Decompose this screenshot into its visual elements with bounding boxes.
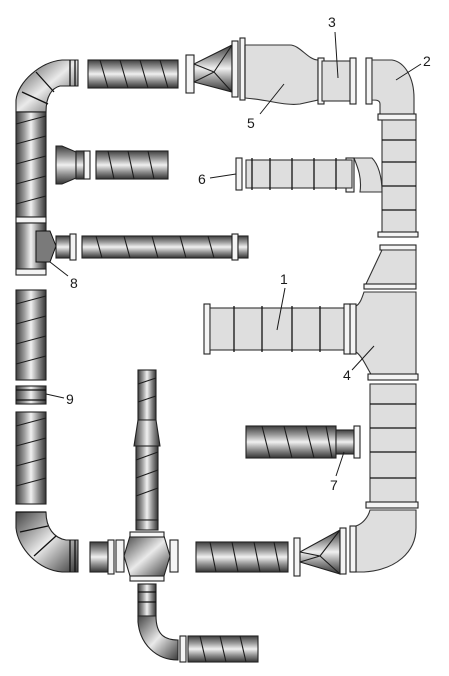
svg-text:1: 1 <box>280 271 288 287</box>
left-middle-branch <box>55 233 249 261</box>
tee-reducer-saddle <box>35 230 57 263</box>
right-rect-duct-lower <box>365 383 419 509</box>
callout-5: 5 <box>247 83 285 131</box>
callout-1: 1 <box>276 271 288 331</box>
rect-transition-5 <box>239 37 325 105</box>
svg-text:2: 2 <box>423 53 431 69</box>
rect-duct-1 <box>203 303 351 355</box>
right-rect-reducer <box>363 244 417 290</box>
callout-9: 9 <box>45 391 74 407</box>
left-spiral-trunk <box>15 59 79 573</box>
callout-6: 6 <box>198 171 237 187</box>
callout-8: 8 <box>49 261 78 291</box>
top-spiral-duct <box>87 59 179 89</box>
bottom-right-branch <box>195 527 347 577</box>
rect-tee-4 <box>349 291 419 381</box>
callout-2: 2 <box>395 53 431 81</box>
svg-text:5: 5 <box>247 115 255 131</box>
nipple-connector-7 <box>353 425 361 459</box>
svg-text:9: 9 <box>66 391 74 407</box>
svg-text:3: 3 <box>328 14 336 30</box>
svg-text:7: 7 <box>330 477 338 493</box>
callout-4: 4 <box>343 345 375 383</box>
bottom-center-cross <box>89 369 259 663</box>
end-cap-6 <box>235 157 243 191</box>
spiral-branch-7 <box>245 425 361 459</box>
right-rect-duct-upper <box>377 119 419 238</box>
top-left-elbow <box>15 59 79 113</box>
coupling-9 <box>15 385 47 405</box>
bottom-left-elbow <box>15 511 79 573</box>
svg-text:8: 8 <box>70 275 78 291</box>
left-upper-branch <box>55 145 169 185</box>
svg-text:4: 4 <box>343 367 351 383</box>
top-reducer <box>185 40 239 98</box>
rect-elbow-2 <box>365 57 417 121</box>
callout-3: 3 <box>328 14 339 79</box>
callout-7: 7 <box>330 451 345 493</box>
rect-coupling-3 <box>321 57 357 105</box>
svg-text:6: 6 <box>198 171 206 187</box>
rect-bottom-elbow <box>349 509 417 573</box>
branch-6-duct <box>235 157 383 193</box>
